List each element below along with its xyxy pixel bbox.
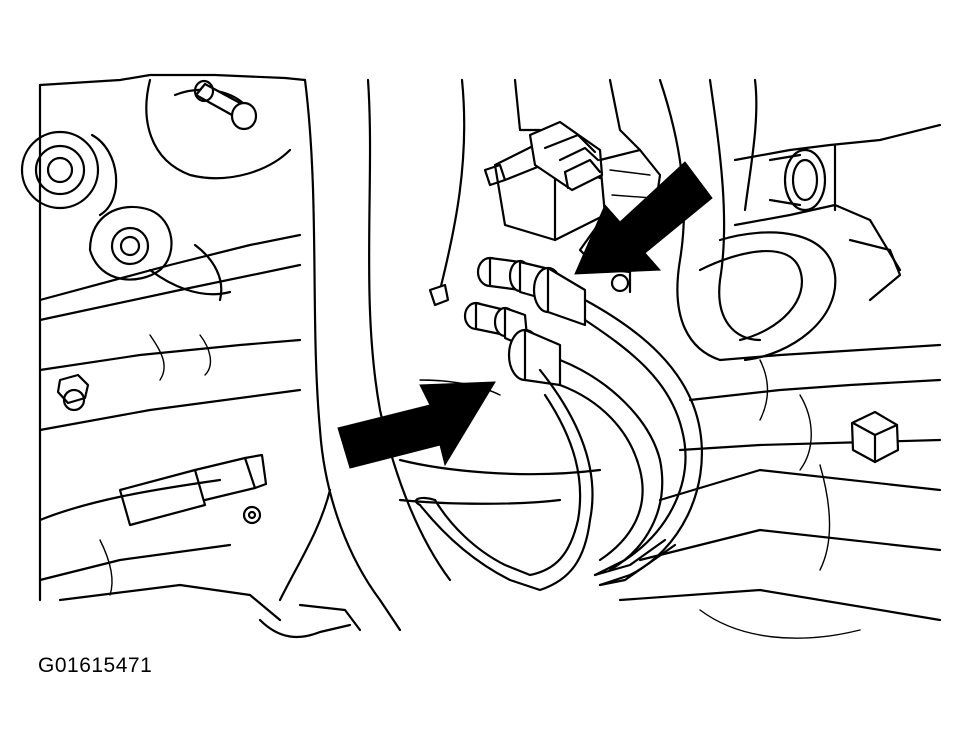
sensor-wire-harness (398, 256, 703, 592)
callout-arrow-upper (574, 161, 713, 275)
figure-id-label: G01615471 (38, 654, 153, 677)
arrow-icon (337, 381, 496, 469)
connector-bracket (428, 78, 662, 307)
engine-block-left (20, 73, 307, 622)
center-tube (258, 78, 452, 638)
arrow-icon (574, 161, 713, 275)
callout-arrow-lower (337, 381, 496, 469)
right-hose-assembly (618, 78, 942, 639)
